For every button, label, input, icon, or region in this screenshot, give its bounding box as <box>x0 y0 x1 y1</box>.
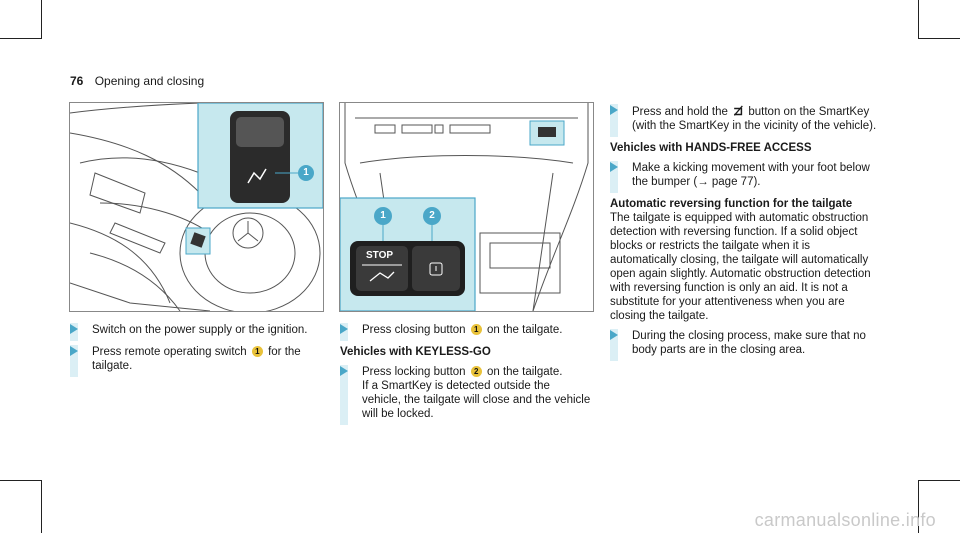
page-number: 76 <box>70 74 84 88</box>
callout-marker: 1 <box>380 210 386 221</box>
step-bar <box>610 329 618 361</box>
crop-mark <box>918 38 960 39</box>
callout-marker: 1 <box>470 324 482 335</box>
step-bar <box>340 365 348 425</box>
crop-mark <box>41 0 42 38</box>
stop-label: STOP <box>366 250 394 261</box>
crop-mark <box>918 0 919 38</box>
instruction-step: Press and hold the ⊐̸ button on the Smar… <box>610 104 880 137</box>
step-bar <box>610 161 618 193</box>
door-illustration <box>70 103 323 311</box>
callout-marker: 1 <box>303 167 309 178</box>
crop-mark <box>0 38 42 39</box>
tailgate-illustration <box>340 103 589 311</box>
arrow-icon <box>610 330 618 340</box>
arrow-icon <box>340 324 348 334</box>
body-paragraph: The tailgate is equipped with automatic … <box>610 212 871 322</box>
column-3: Press and hold the ⊐̸ button on the Smar… <box>610 104 880 365</box>
arrow-icon <box>610 162 618 172</box>
crop-mark <box>0 480 42 481</box>
instruction-step: Press closing button 1 on the tailgate. <box>340 323 592 341</box>
tailgate-icon: ⊐̸ <box>733 104 744 118</box>
callout-marker: 2 <box>429 210 435 221</box>
figure-door-switch: 1 <box>69 102 324 312</box>
subheading: Vehicles with HANDS-FREE ACCESS <box>610 142 812 154</box>
crop-mark <box>41 480 42 533</box>
column-1: Switch on the power supply or the igniti… <box>70 323 320 381</box>
step-bar <box>610 104 618 137</box>
page-header: 76 Opening and closing <box>70 74 204 88</box>
instruction-step: Switch on the power supply or the igniti… <box>70 323 320 341</box>
step-bar <box>70 345 78 377</box>
instruction-step: During the closing process, make sure th… <box>610 329 880 361</box>
callout-marker: 2 <box>470 366 482 377</box>
section-title: Opening and closing <box>94 74 205 88</box>
crop-mark <box>918 480 919 533</box>
crop-mark <box>918 480 960 481</box>
instruction-step: Press locking button 2 on the tailgate. … <box>340 365 592 425</box>
figure-tailgate-buttons: STOP 1 2 <box>339 102 594 312</box>
subheading: Automatic reversing function for the tai… <box>610 198 853 210</box>
column-2: Press closing button 1 on the tailgate. … <box>340 323 592 429</box>
subheading: Vehicles with KEYLESS-GO <box>340 346 491 358</box>
arrow-icon <box>610 105 618 115</box>
watermark: carmanualsonline.info <box>754 510 936 530</box>
callout-marker: 1 <box>251 346 263 357</box>
instruction-step: Make a kicking movement with your foot b… <box>610 161 880 193</box>
arrow-icon <box>340 366 348 376</box>
arrow-icon <box>70 324 78 334</box>
arrow-icon <box>70 346 78 356</box>
instruction-step: Press remote operating switch 1 for the … <box>70 345 320 377</box>
